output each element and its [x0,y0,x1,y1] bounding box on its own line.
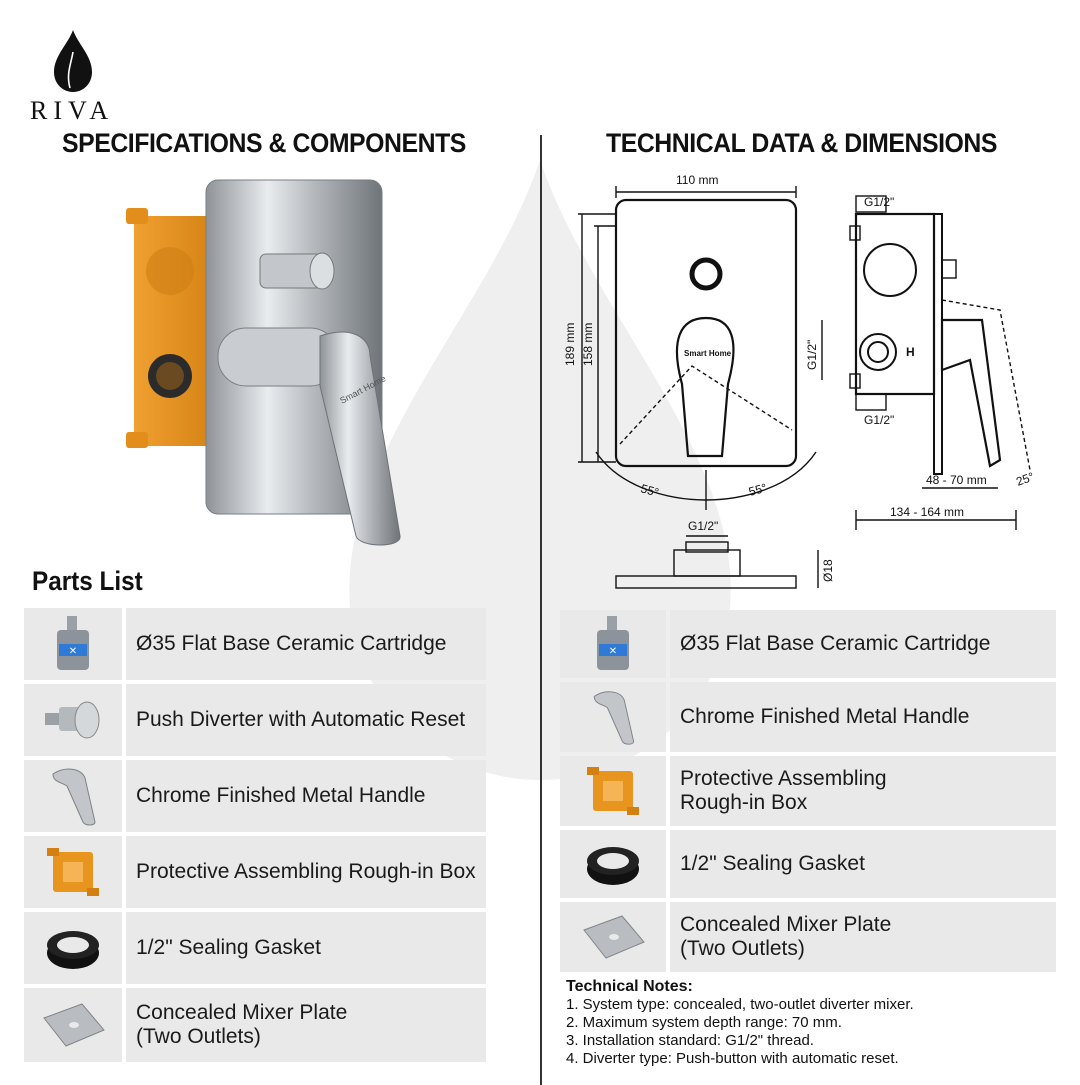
parts-list-title: Parts List [32,566,143,596]
technical-note-item: 3. Installation standard: G1/2" thread. [566,1032,814,1049]
part-label: 1/2" Sealing Gasket [136,936,321,959]
dim-plate-thickness: Ø18 [821,559,835,582]
plate-icon [560,902,666,972]
cartridge-icon: ✕ [560,610,666,678]
brand-name: RIVA [30,96,115,125]
rough-in-box-icon [560,756,666,826]
list-item: Protective Assembling Rough-in Box [24,836,486,908]
technical-note-item: 1. System type: concealed, two-outlet di… [566,996,914,1013]
dim-thread-side-view: G1/2" [864,413,894,427]
list-item: 1/2" Sealing Gasket [24,912,486,984]
dim-width: 110 mm [676,173,718,187]
gasket-icon [560,830,666,898]
technical-note-item: 4. Diverter type: Push-button with autom… [566,1050,899,1067]
dim-thread-side: G1/2" [805,340,819,370]
part-label-secondary: (Two Outlets) [680,937,805,960]
part-label: Concealed Mixer Plate [136,1001,348,1024]
part-label: Ø35 Flat Base Ceramic Cartridge [136,632,447,655]
svg-text:✕: ✕ [609,646,617,657]
dim-thread-bottom: G1/2" [688,519,718,533]
product-image: Smart Home [126,179,401,546]
technical-notes: Technical Notes: 1. System type: conceal… [566,978,914,1068]
part-label: Ø35 Flat Base Ceramic Cartridge [680,632,991,655]
dim-total-depth: 134 - 164 mm [890,505,964,519]
part-label: Protective Assembling [680,767,887,790]
column-divider [540,135,542,1085]
part-label: Chrome Finished Metal Handle [680,705,970,728]
part-label-secondary: (Two Outlets) [136,1025,261,1048]
part-label-secondary: Rough-in Box [680,791,808,814]
dim-thread-top: G1/2" [864,195,894,209]
list-item: Chrome Finished Metal Handle [560,682,1056,752]
left-section-title: SPECIFICATIONS & COMPONENTS [62,128,466,158]
list-item: ✕ Ø35 Flat Base Ceramic Cartridge [560,610,1056,678]
technical-note-item: 2. Maximum system depth range: 70 mm. [566,1014,842,1031]
dim-angle-right: 55° [747,481,768,499]
handle-icon [560,682,666,752]
list-item: ✕ Ø35 Flat Base Ceramic Cartridge [24,608,486,680]
part-label: 1/2" Sealing Gasket [680,852,865,875]
hot-label: H [906,345,915,359]
rough-in-box-icon [24,836,122,908]
technical-drawing: 110 mm 189 mm 158 mm G1/2" Smart Home 55… [563,173,1036,589]
cartridge-icon: ✕ [24,608,122,680]
part-label: Concealed Mixer Plate [680,913,892,936]
technical-notes-title: Technical Notes: [566,978,693,995]
list-item: Concealed Mixer Plate(Two Outlets) [560,902,1056,972]
gasket-icon [24,912,122,984]
list-item: Concealed Mixer Plate(Two Outlets) [24,988,486,1062]
diverter-icon [24,684,122,756]
list-item: Push Diverter with Automatic Reset [24,684,486,756]
drop-logo-icon [54,30,92,92]
part-label: Push Diverter with Automatic Reset [136,708,466,731]
svg-text:✕: ✕ [69,646,77,657]
dim-handle-angle: 25° [1014,469,1036,488]
list-item: 1/2" Sealing Gasket [560,830,1056,898]
part-label: Protective Assembling Rough-in Box [136,860,476,883]
dim-height-outer: 189 mm [563,323,577,366]
dim-height-inner: 158 mm [581,323,595,366]
drawing-engraving: Smart Home [684,349,732,358]
plate-icon [24,988,122,1062]
part-label: Chrome Finished Metal Handle [136,784,426,807]
dim-angle-left: 55° [639,481,660,499]
right-section-title: TECHNICAL DATA & DIMENSIONS [606,128,997,158]
list-item: Chrome Finished Metal Handle [24,760,486,832]
dim-depth-range: 48 - 70 mm [926,473,987,487]
handle-icon [24,760,122,832]
